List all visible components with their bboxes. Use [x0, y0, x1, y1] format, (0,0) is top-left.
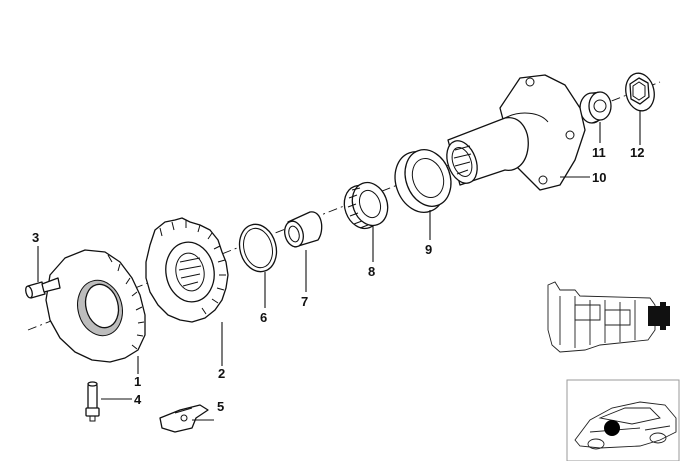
part-1-impulse-wheel: [45, 249, 146, 363]
part-9-seal-ring: [394, 149, 452, 213]
callout-5: 5: [217, 399, 224, 414]
callout-6: 6: [260, 310, 267, 325]
part-7-sleeve: [284, 211, 323, 248]
callout-12: 12: [630, 145, 644, 160]
leader-lines: [37, 111, 641, 421]
car-locator-thumbnail: [566, 379, 680, 461]
callout-11: 11: [592, 145, 606, 160]
callout-4: 4: [134, 392, 142, 407]
callout-7: 7: [301, 294, 308, 309]
part-12-hex-washer: [625, 72, 655, 112]
part-11-flange-nut: [579, 91, 612, 124]
callout-9: 9: [425, 242, 432, 257]
callout-2: 2: [218, 366, 225, 381]
callout-3: 3: [32, 230, 39, 245]
callout-10: 10: [592, 170, 606, 185]
part-10-output-flange: [446, 74, 586, 191]
part-3-bolt: [25, 277, 61, 299]
part-4-sensor-pin: [85, 381, 100, 422]
transmission-locator-thumbnail: [547, 281, 670, 353]
callout-1: 1: [134, 374, 141, 389]
part-8-needle-bearing: [343, 181, 389, 230]
part-5-clip: [159, 404, 209, 433]
part-6-snap-ring: [238, 223, 278, 273]
part-2-toothed-gear: [145, 217, 229, 323]
callout-labels: 3 1 2 4 5 6 7 8 9 10 11 12: [32, 145, 644, 414]
callout-8: 8: [368, 264, 375, 279]
